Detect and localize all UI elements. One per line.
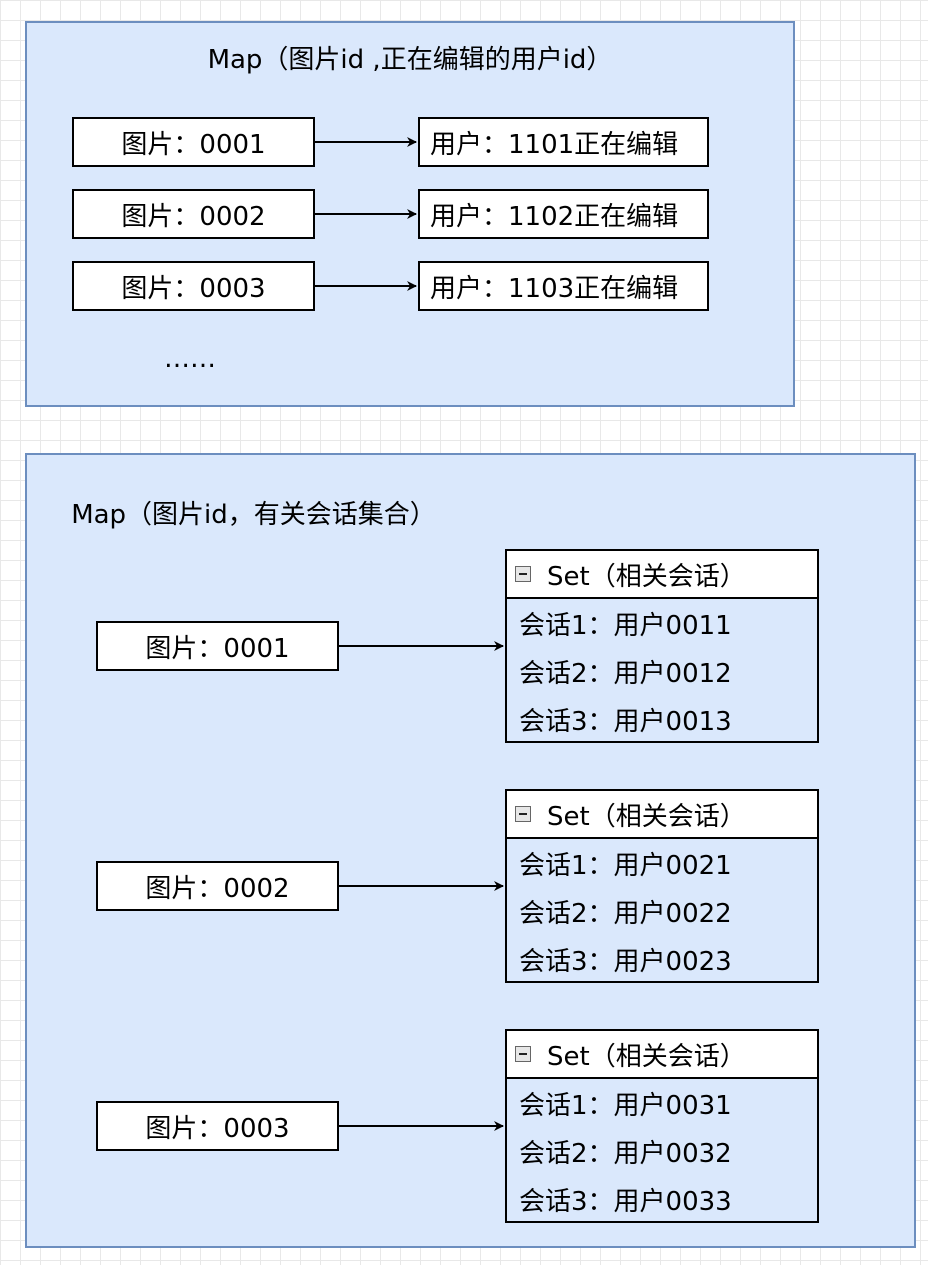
collapse-icon[interactable] <box>515 1046 531 1062</box>
top-map-title: Map（图片id ,正在编辑的用户id） <box>207 45 613 75</box>
set-box-1[interactable]: Set（相关会话） 会话1：用户0011 会话2：用户0012 会话3：用户00… <box>505 549 819 743</box>
collapse-icon[interactable] <box>515 806 531 822</box>
set-header-3[interactable]: Set（相关会话） <box>507 1031 817 1079</box>
set-item[interactable]: 会话3：用户0013 <box>519 706 732 737</box>
top-value-box-3[interactable]: 用户：1103正在编辑 <box>418 261 709 311</box>
set-item[interactable]: 会话1：用户0031 <box>519 1090 732 1121</box>
bottom-map-title: Map（图片id，有关会话集合） <box>71 500 436 530</box>
set-item[interactable]: 会话3：用户0033 <box>519 1186 732 1217</box>
collapse-icon[interactable] <box>515 566 531 582</box>
top-value-box-2[interactable]: 用户：1102正在编辑 <box>418 189 709 239</box>
set-box-3[interactable]: Set（相关会话） 会话1：用户0031 会话2：用户0032 会话3：用户00… <box>505 1029 819 1223</box>
top-key-box-1[interactable]: 图片：0001 <box>72 117 315 167</box>
set-title-3: Set（相关会话） <box>547 1041 746 1072</box>
set-item[interactable]: 会话1：用户0011 <box>519 610 732 641</box>
top-key-box-2[interactable]: 图片：0002 <box>72 189 315 239</box>
set-box-2[interactable]: Set（相关会话） 会话1：用户0021 会话2：用户0022 会话3：用户00… <box>505 789 819 983</box>
set-item[interactable]: 会话2：用户0012 <box>519 658 732 689</box>
set-title-1: Set（相关会话） <box>547 561 746 592</box>
set-title-2: Set（相关会话） <box>547 801 746 832</box>
set-item[interactable]: 会话2：用户0022 <box>519 898 732 929</box>
bottom-key-box-2[interactable]: 图片：0002 <box>96 861 339 911</box>
bottom-key-box-3[interactable]: 图片：0003 <box>96 1101 339 1151</box>
set-item[interactable]: 会话2：用户0032 <box>519 1138 732 1169</box>
set-item[interactable]: 会话3：用户0023 <box>519 946 732 977</box>
set-header-2[interactable]: Set（相关会话） <box>507 791 817 839</box>
set-header-1[interactable]: Set（相关会话） <box>507 551 817 599</box>
top-map-ellipsis: …… <box>164 344 216 374</box>
top-key-box-3[interactable]: 图片：0003 <box>72 261 315 311</box>
top-value-box-1[interactable]: 用户：1101正在编辑 <box>418 117 709 167</box>
bottom-key-box-1[interactable]: 图片：0001 <box>96 621 339 671</box>
set-item[interactable]: 会话1：用户0021 <box>519 850 732 881</box>
